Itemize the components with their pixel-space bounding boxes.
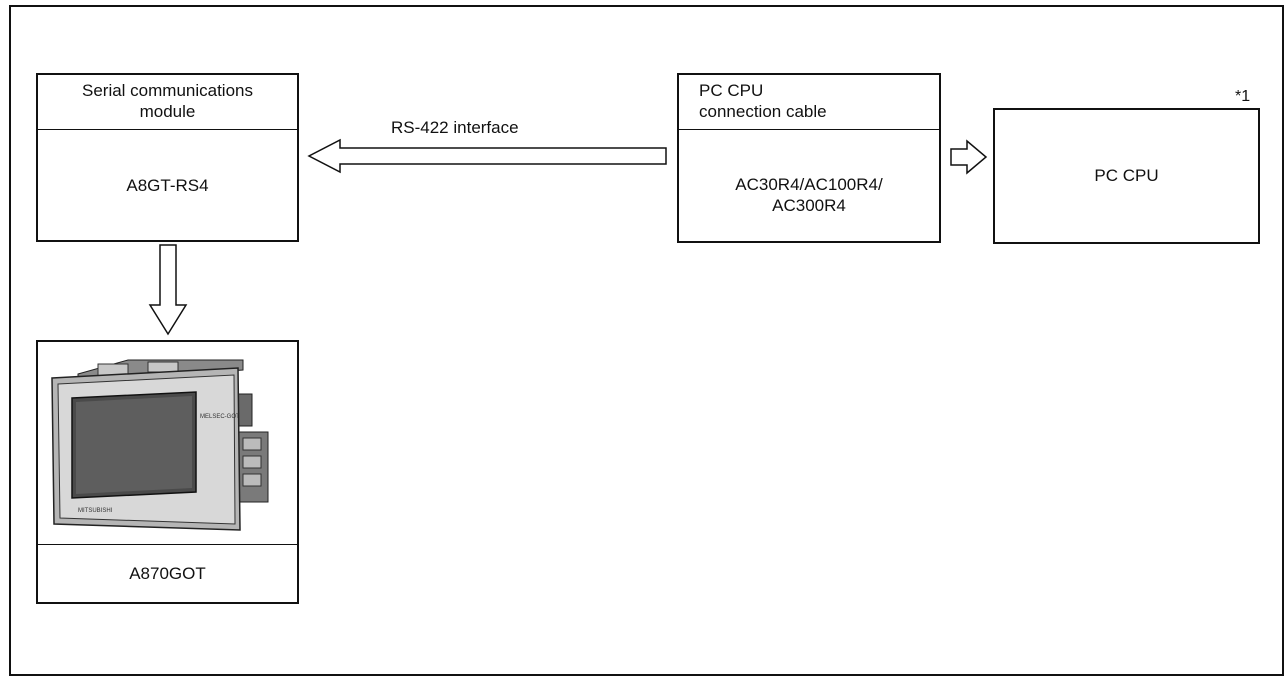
down-arrow (150, 245, 186, 334)
cpu-arrow (951, 141, 986, 173)
rs422-arrow (309, 140, 666, 172)
